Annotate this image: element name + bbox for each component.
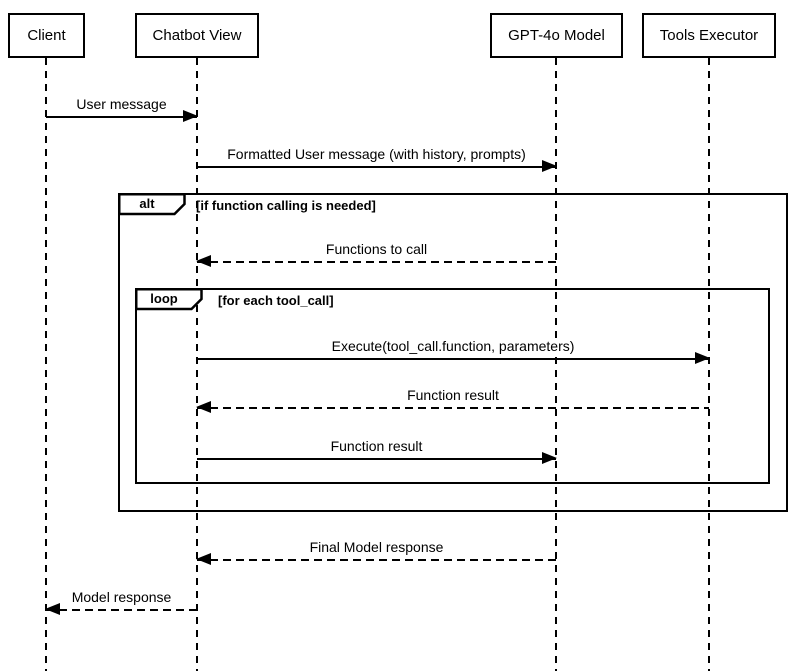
lifeline-chatbot-view bbox=[196, 58, 198, 671]
message-function-result-forward-label: Function result bbox=[328, 438, 425, 454]
lifeline-gpt-4o-model bbox=[555, 58, 557, 671]
message-line bbox=[46, 116, 197, 118]
message-line bbox=[197, 407, 709, 409]
lifeline-tools-executor bbox=[708, 58, 710, 671]
loop-guard-label: [for each tool_call] bbox=[218, 293, 334, 308]
lifeline-client bbox=[45, 58, 47, 671]
actor-client-label: Client bbox=[27, 27, 66, 44]
message-final-model-response-label: Final Model response bbox=[307, 539, 446, 555]
message-line bbox=[197, 559, 556, 561]
message-line bbox=[197, 261, 556, 263]
actor-gpt-4o-model-label: GPT-4o Model bbox=[508, 27, 605, 44]
message-model-response-label: Model response bbox=[69, 589, 174, 605]
alt-frame: alt [if function calling is needed] bbox=[118, 193, 788, 512]
arrowhead-left-icon bbox=[196, 401, 211, 413]
arrowhead-left-icon bbox=[45, 603, 60, 615]
loop-operator-label: loop bbox=[150, 291, 178, 306]
arrowhead-left-icon bbox=[196, 553, 211, 565]
actor-chatbot-view: Chatbot View bbox=[135, 13, 259, 58]
message-execute-tool-call-label: Execute(tool_call.function, parameters) bbox=[329, 338, 577, 354]
alt-guard-label: [if function calling is needed] bbox=[196, 198, 376, 213]
arrowhead-right-icon bbox=[695, 352, 710, 364]
message-formatted-user-message-label: Formatted User message (with history, pr… bbox=[225, 146, 528, 162]
message-function-result-return-label: Function result bbox=[405, 387, 501, 403]
arrowhead-right-icon bbox=[542, 160, 557, 172]
actor-gpt-4o-model: GPT-4o Model bbox=[490, 13, 623, 58]
loop-frame: loop [for each tool_call] bbox=[135, 288, 770, 484]
message-functions-to-call-label: Functions to call bbox=[323, 241, 430, 257]
arrowhead-left-icon bbox=[196, 255, 211, 267]
alt-operator-label: alt bbox=[139, 196, 155, 211]
actor-client: Client bbox=[8, 13, 85, 58]
message-user-message-label: User message bbox=[74, 96, 169, 112]
actor-tools-executor: Tools Executor bbox=[642, 13, 776, 58]
actor-chatbot-view-label: Chatbot View bbox=[152, 27, 242, 44]
message-line bbox=[46, 609, 197, 611]
actor-tools-executor-label: Tools Executor bbox=[659, 27, 759, 44]
alt-frame-tab bbox=[118, 193, 186, 216]
message-line bbox=[197, 358, 709, 360]
message-line bbox=[197, 458, 556, 460]
loop-frame-tab bbox=[135, 288, 203, 311]
message-line bbox=[197, 166, 556, 168]
arrowhead-right-icon bbox=[542, 452, 557, 464]
arrowhead-right-icon bbox=[183, 110, 198, 122]
